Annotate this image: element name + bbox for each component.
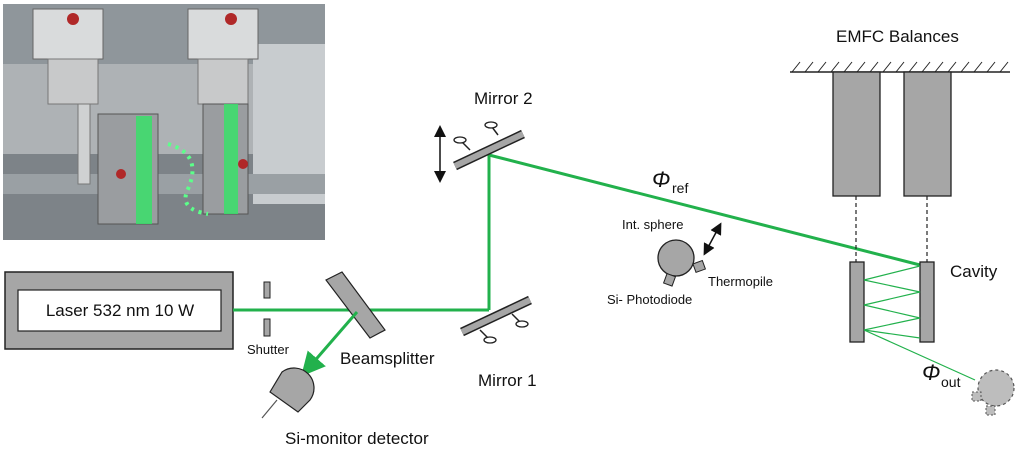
- beamsplitter: Beamsplitter: [301, 271, 435, 377]
- shutter-label: Shutter: [247, 342, 290, 357]
- si-monitor-label: Si-monitor detector: [285, 429, 429, 448]
- si-photodiode-label: Si- Photodiode: [607, 292, 692, 307]
- phi-ref-label: Φ ref: [652, 167, 688, 196]
- cavity: Cavity: [849, 261, 998, 381]
- phi-ref-subscript: ref: [672, 180, 688, 196]
- setup-photo: [3, 4, 325, 240]
- output-sphere-dashed: [971, 369, 1015, 416]
- emfc-balances: EMFC Balances: [790, 27, 1010, 262]
- cavity-label: Cavity: [950, 262, 998, 281]
- integrating-sphere: Int. sphere Thermopile Si- Photodiode: [607, 217, 773, 307]
- shutter: Shutter: [247, 281, 290, 357]
- int-sphere-label: Int. sphere: [622, 217, 683, 232]
- si-monitor-detector: Si-monitor detector: [261, 367, 429, 448]
- emfc-label: EMFC Balances: [836, 27, 959, 46]
- laser-label: Laser 532 nm 10 W: [46, 301, 194, 320]
- mirror-1-label: Mirror 1: [478, 371, 537, 390]
- phi-ref-symbol: Φ: [652, 167, 670, 192]
- phi-out-subscript: out: [941, 374, 961, 390]
- phi-out-label: Φ out: [922, 360, 961, 390]
- beamsplitter-label: Beamsplitter: [340, 349, 435, 368]
- laser-source: Laser 532 nm 10 W: [4, 271, 234, 350]
- thermopile-label: Thermopile: [708, 274, 773, 289]
- mirror-1: Mirror 1: [460, 295, 537, 390]
- mirror-2: Mirror 2: [434, 89, 533, 183]
- mirror-2-label: Mirror 2: [474, 89, 533, 108]
- phi-out-symbol: Φ: [922, 360, 940, 385]
- setup-photo-drawing: [3, 4, 325, 240]
